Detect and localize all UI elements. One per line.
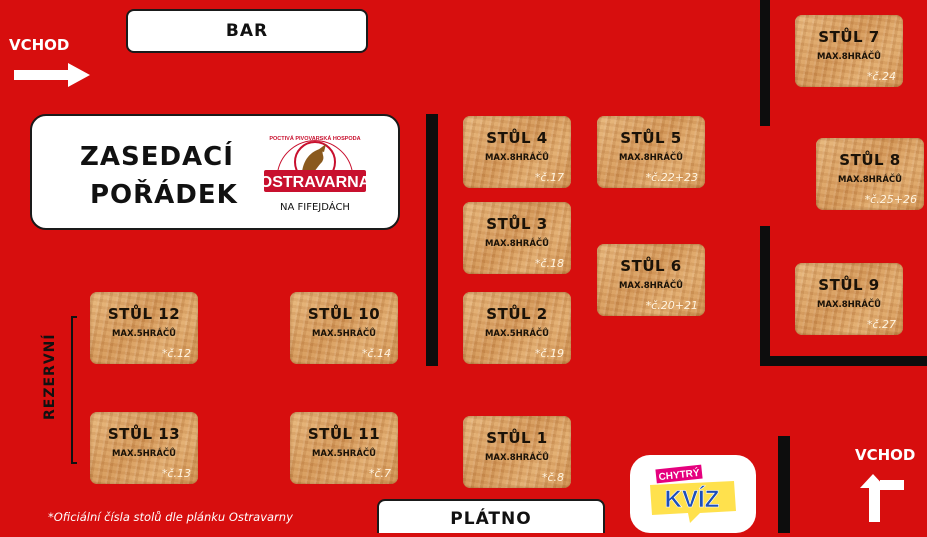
table-official-number: *č.19 <box>534 347 564 360</box>
table-capacity: MAX.8HRÁČŮ <box>484 153 550 163</box>
table-10[interactable]: STŮL 10 MAX.5HRÁČŮ *č.14 <box>290 292 398 364</box>
arrow-right-icon <box>14 63 90 87</box>
table-official-number: *č.22+23 <box>645 171 698 184</box>
wall-top-right <box>760 0 770 126</box>
reserved-bracket <box>71 316 77 464</box>
table-capacity: MAX.5HRÁČŮ <box>484 329 550 339</box>
reserved-label: REZERVNÍ <box>42 333 58 420</box>
table-name: STŮL 11 <box>307 425 381 443</box>
table-capacity: MAX.8HRÁČŮ <box>618 281 684 291</box>
table-official-number: *č.27 <box>866 318 896 331</box>
table-official-number: *č.17 <box>534 171 564 184</box>
table-11[interactable]: STŮL 11 MAX.5HRÁČŮ *č.7 <box>290 412 398 484</box>
logo-arc-text: POCTIVÁ PIVOVARSKÁ HOSPODA <box>269 135 360 142</box>
table-name: STŮL 13 <box>107 425 181 443</box>
table-13[interactable]: STŮL 13 MAX.5HRÁČŮ *č.13 <box>90 412 198 484</box>
kviz-main-text: KVÍZ <box>665 485 720 513</box>
kviz-logo-graphic: CHYTRÝ KVÍZ <box>650 464 736 523</box>
chytry-kviz-logo: CHYTRÝ KVÍZ <box>630 455 756 533</box>
table-capacity: MAX.8HRÁČŮ <box>484 453 550 463</box>
table-name: STŮL 6 <box>620 257 682 275</box>
table-4[interactable]: STŮL 4 MAX.8HRÁČŮ *č.17 <box>463 116 571 188</box>
table-capacity: MAX.5HRÁČŮ <box>111 329 177 339</box>
table-name: STŮL 8 <box>839 151 901 169</box>
kviz-top-text: CHYTRÝ <box>658 466 701 483</box>
table-official-number: *č.14 <box>361 347 391 360</box>
table-official-number: *č.24 <box>866 70 896 83</box>
table-official-number: *č.18 <box>534 257 564 270</box>
table-name: STŮL 12 <box>107 305 181 323</box>
table-name: STŮL 1 <box>486 429 548 447</box>
table-capacity: MAX.8HRÁČŮ <box>618 153 684 163</box>
table-capacity: MAX.5HRÁČŮ <box>311 449 377 459</box>
ostravarna-logo: OSTRAVARNA POCTIVÁ PIVOVARSKÁ HOSPODA <box>260 135 370 192</box>
table-capacity: MAX.5HRÁČŮ <box>311 329 377 339</box>
table-capacity: MAX.8HRÁČŮ <box>837 175 903 185</box>
wall-right-vertical <box>760 226 770 366</box>
table-capacity: MAX.5HRÁČŮ <box>111 449 177 459</box>
table-3[interactable]: STŮL 3 MAX.8HRÁČŮ *č.18 <box>463 202 571 274</box>
entrance-right-label: VCHOD <box>855 446 916 464</box>
table-6[interactable]: STŮL 6 MAX.8HRÁČŮ *č.20+21 <box>597 244 705 316</box>
table-7[interactable]: STŮL 7 MAX.8HRÁČŮ *č.24 <box>795 15 903 87</box>
title-line-1: ZASEDACÍ <box>80 142 234 172</box>
arrow-up-left-icon <box>860 474 904 522</box>
logo-brand-text: OSTRAVARNA <box>260 174 370 191</box>
entrance-left-label: VCHOD <box>9 36 70 54</box>
table-capacity: MAX.8HRÁČŮ <box>816 300 882 310</box>
table-12[interactable]: STŮL 12 MAX.5HRÁČŮ *č.12 <box>90 292 198 364</box>
table-5[interactable]: STŮL 5 MAX.8HRÁČŮ *č.22+23 <box>597 116 705 188</box>
title-panel: ZASEDACÍ POŘÁDEK OSTRAVARNA POCTIVÁ PIVO… <box>30 114 400 230</box>
screen-label: PLÁTNO <box>377 499 605 533</box>
table-capacity: MAX.8HRÁČŮ <box>816 52 882 62</box>
table-capacity: MAX.8HRÁČŮ <box>484 239 550 249</box>
table-name: STŮL 5 <box>620 129 682 147</box>
table-name: STŮL 9 <box>818 276 880 294</box>
table-1[interactable]: STŮL 1 MAX.8HRÁČŮ *č.8 <box>463 416 571 488</box>
table-9[interactable]: STŮL 9 MAX.8HRÁČŮ *č.27 <box>795 263 903 335</box>
table-official-number: *č.8 <box>541 471 564 484</box>
table-name: STŮL 2 <box>486 305 548 323</box>
wall-bottom-right <box>778 436 790 533</box>
wall-center <box>426 114 438 366</box>
table-official-number: *č.7 <box>368 467 391 480</box>
table-official-number: *č.12 <box>161 347 191 360</box>
table-name: STŮL 4 <box>486 129 548 147</box>
footnote: *Oficiální čísla stolů dle plánku Ostrav… <box>48 510 293 524</box>
table-name: STŮL 10 <box>307 305 381 323</box>
table-official-number: *č.20+21 <box>645 299 698 312</box>
title-line-2: POŘÁDEK <box>90 180 238 210</box>
wall-right-horizontal <box>760 356 927 366</box>
table-name: STŮL 7 <box>818 28 880 46</box>
table-name: STŮL 3 <box>486 215 548 233</box>
table-official-number: *č.13 <box>161 467 191 480</box>
logo-subtitle: NA FIFEJDÁCH <box>280 202 350 213</box>
bar-label: BAR <box>126 9 368 53</box>
table-2[interactable]: STŮL 2 MAX.5HRÁČŮ *č.19 <box>463 292 571 364</box>
table-8[interactable]: STŮL 8 MAX.8HRÁČŮ *č.25+26 <box>816 138 924 210</box>
table-official-number: *č.25+26 <box>864 193 917 206</box>
